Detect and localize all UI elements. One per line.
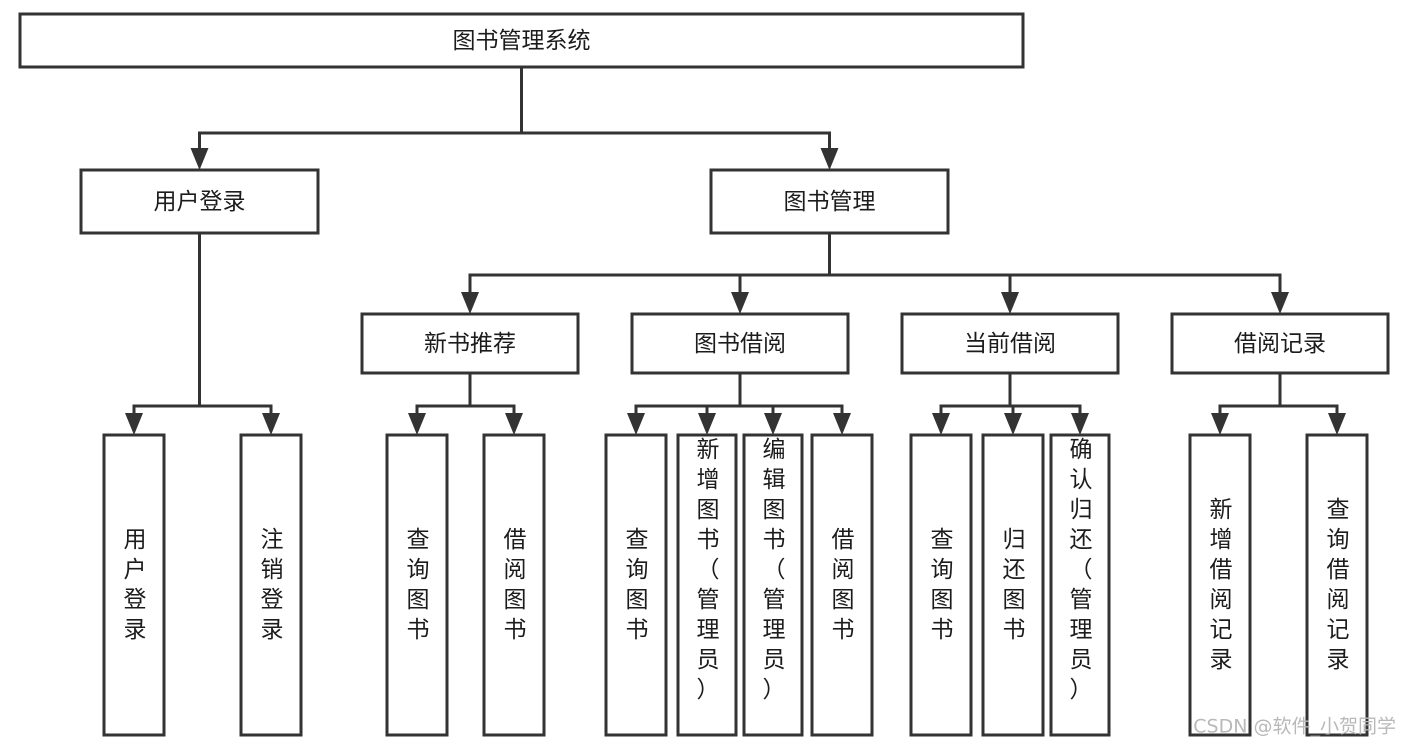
arrow-head-icon	[1071, 413, 1089, 435]
node-box	[18, 12, 1025, 69]
node-label: 查询图书	[931, 527, 954, 643]
node-label: 图书管理	[784, 189, 876, 215]
node-label: 借阅记录	[1234, 331, 1326, 357]
arrow-head-icon	[698, 413, 716, 435]
node-box	[742, 433, 804, 737]
node-leaf-borrow-book-1[interactable]: 借阅图书	[482, 433, 546, 737]
csdn-watermark: CSDN @软件_小贺同学	[1193, 716, 1396, 738]
node-leaf-add-record[interactable]: 新增借阅记录	[1188, 433, 1252, 737]
node-box	[1049, 433, 1111, 737]
node-leaf-query-book-1[interactable]: 查询图书	[385, 433, 449, 737]
node-label: 用户登录	[124, 527, 147, 643]
node-label: 借阅图书	[832, 527, 855, 643]
node-label: 借阅图书	[504, 527, 527, 643]
node-box	[102, 433, 166, 737]
node-box	[385, 433, 449, 737]
arrow-head-icon	[731, 292, 749, 314]
node-box	[604, 433, 668, 737]
connectors-layer	[125, 65, 1346, 435]
node-label: 新书推荐	[424, 331, 516, 357]
node-leaf-edit-book[interactable]: 编辑图书（管理员）	[742, 433, 804, 737]
node-label: 归还图书	[1003, 527, 1026, 643]
node-box	[360, 312, 580, 375]
node-box	[909, 433, 973, 737]
node-box	[482, 433, 546, 737]
node-box	[1188, 433, 1252, 737]
arrow-head-icon	[1271, 292, 1289, 314]
arrow-head-icon	[1001, 292, 1019, 314]
node-leaf-query-record[interactable]: 查询借阅记录	[1305, 433, 1369, 737]
arrow-head-icon	[408, 413, 426, 435]
arrow-head-icon	[262, 413, 280, 435]
node-label: 图书借阅	[694, 331, 786, 357]
node-box	[239, 433, 303, 737]
arrow-head-icon	[1328, 413, 1346, 435]
node-label: 新增借阅记录	[1210, 497, 1233, 673]
node-new-book-recommend[interactable]: 新书推荐	[360, 312, 580, 375]
node-label: 新增图书（管理员）	[697, 437, 720, 703]
node-box	[676, 433, 738, 737]
node-user-login[interactable]: 用户登录	[79, 168, 320, 235]
arrow-head-icon	[125, 413, 143, 435]
node-box	[630, 312, 850, 375]
node-box	[1305, 433, 1369, 737]
node-leaf-user-logout[interactable]: 注销登录	[239, 433, 303, 737]
node-box	[981, 433, 1045, 737]
node-leaf-borrow-book-2[interactable]: 借阅图书	[810, 433, 874, 737]
arrow-head-icon	[190, 148, 209, 170]
node-label: 查询借阅记录	[1327, 497, 1350, 673]
node-root[interactable]: 图书管理系统	[18, 12, 1025, 69]
node-label: 编辑图书（管理员）	[763, 437, 786, 703]
node-leaf-query-book-3[interactable]: 查询图书	[909, 433, 973, 737]
node-label: 查询图书	[626, 527, 649, 643]
node-label: 确认归还（管理员）	[1070, 437, 1093, 703]
node-leaf-confirm-return[interactable]: 确认归还（管理员）	[1049, 433, 1111, 737]
node-leaf-user-login[interactable]: 用户登录	[102, 433, 166, 737]
node-label: 用户登录	[154, 189, 246, 215]
nodes-layer: 图书管理系统用户登录图书管理新书推荐图书借阅当前借阅借阅记录用户登录注销登录查询…	[18, 12, 1390, 737]
arrow-head-icon	[627, 413, 645, 435]
node-box	[79, 168, 320, 235]
node-label: 当前借阅	[964, 331, 1056, 357]
node-leaf-query-book-2[interactable]: 查询图书	[604, 433, 668, 737]
arrow-head-icon	[461, 292, 479, 314]
arrow-head-icon	[1211, 413, 1229, 435]
node-box	[900, 312, 1120, 375]
node-book-manage[interactable]: 图书管理	[709, 168, 950, 235]
arrow-head-icon	[820, 148, 839, 170]
node-label: 查询图书	[407, 527, 430, 643]
node-box	[810, 433, 874, 737]
node-book-borrow[interactable]: 图书借阅	[630, 312, 850, 375]
node-box	[1170, 312, 1390, 375]
arrow-head-icon	[505, 413, 523, 435]
node-label: 注销登录	[261, 527, 284, 643]
arrow-head-icon	[764, 413, 782, 435]
node-borrow-record[interactable]: 借阅记录	[1170, 312, 1390, 375]
node-leaf-add-book[interactable]: 新增图书（管理员）	[676, 433, 738, 737]
node-current-borrow[interactable]: 当前借阅	[900, 312, 1120, 375]
node-label: 图书管理系统	[453, 28, 591, 54]
arrow-head-icon	[932, 413, 950, 435]
node-leaf-return-book[interactable]: 归还图书	[981, 433, 1045, 737]
node-box	[709, 168, 950, 235]
arrow-head-icon	[833, 413, 851, 435]
arrow-head-icon	[1004, 413, 1022, 435]
